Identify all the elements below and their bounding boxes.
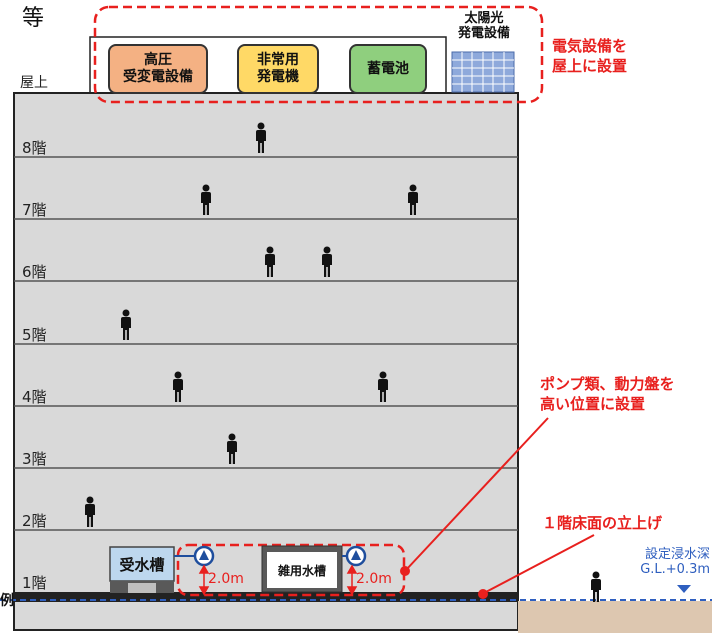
roof-label: 屋上 (20, 75, 48, 91)
ground (518, 601, 712, 633)
floor-label-5: 5階 (22, 326, 47, 344)
pump-icon-left (174, 545, 215, 567)
height-arrow-right (346, 564, 358, 596)
floor-label-1: 1階 (22, 574, 47, 592)
floor-label-4: 4階 (22, 388, 47, 406)
person-icon (408, 184, 418, 215)
floor-label-7: 7階 (22, 201, 47, 219)
person-icon (378, 371, 388, 402)
person-icon (265, 246, 275, 277)
person-icon (173, 371, 183, 402)
header-fragment: 等 (22, 6, 45, 31)
solar-panel-icon (451, 51, 515, 93)
person-icon (227, 433, 237, 464)
roof-note: 電気設備を 屋上に設置 (552, 37, 628, 75)
storage-battery-box: 蓄電池 (349, 44, 427, 94)
first-floor-slab (14, 592, 518, 602)
person-icon (591, 571, 601, 602)
person-icon (121, 309, 131, 340)
pump-note: ポンプ類、動力盤を 高い位置に設置 (540, 375, 675, 413)
solar-label: 太陽光 発電設備 (457, 11, 510, 41)
floor-raise-note: １階床面の立上げ (542, 514, 663, 532)
pump-highlight (176, 543, 406, 597)
flood-depth-label: 設定浸水深 G.L.+0.3m (640, 547, 710, 577)
floor-label-3: 3階 (22, 450, 47, 468)
person-icon (201, 184, 211, 215)
misc-tank-label: 雑用水槽 (277, 563, 326, 578)
height-label-right: 2.0m (356, 571, 392, 587)
person-icon (85, 496, 95, 527)
receiving-tank-label: 受水槽 (119, 555, 165, 574)
height-label-left: 2.0m (208, 571, 244, 587)
floor-label-2: 2階 (22, 512, 47, 530)
flood-marker-icon (677, 585, 691, 593)
edge-fragment: 例 (0, 593, 14, 609)
floor-label-8: 8階 (22, 139, 47, 157)
high-voltage-substation-box: 高圧 受変電設備 (108, 44, 208, 94)
person-icon (322, 246, 332, 277)
floor-label-6: 6階 (22, 263, 47, 281)
person-icon (256, 122, 266, 153)
emergency-generator-box: 非常用 発電機 (237, 44, 319, 94)
pump-icon-right (342, 545, 367, 567)
height-arrow-left (198, 564, 210, 596)
floor-lines (14, 156, 518, 531)
pointer-lines (400, 417, 595, 599)
